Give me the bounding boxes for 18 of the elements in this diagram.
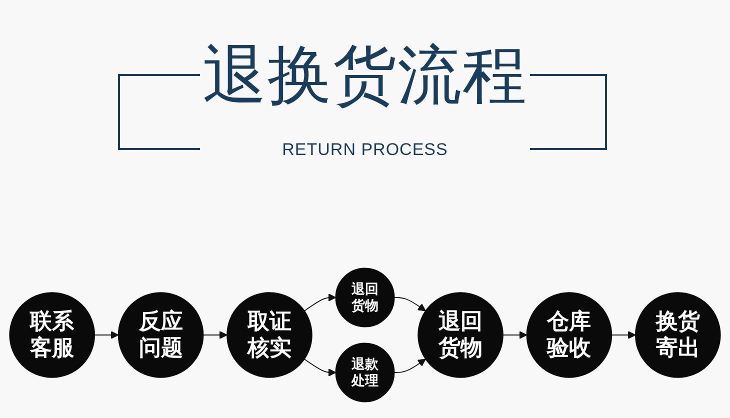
arrow	[202, 330, 228, 340]
node-circle: 联系客服	[9, 292, 95, 378]
arrow	[394, 358, 426, 373]
arrow	[304, 358, 336, 377]
node-circle: 换货寄出	[635, 292, 721, 378]
arrow	[394, 297, 426, 312]
node-circle: 反应问题	[118, 292, 204, 378]
node-circle: 退回货物	[335, 268, 395, 328]
title: 退换货流程	[202, 39, 528, 113]
arrow	[611, 330, 636, 340]
node-circle: 退回货物	[418, 292, 504, 378]
arrow	[94, 330, 119, 340]
node-circle: 取证核实	[226, 292, 312, 378]
subtitle: RETURN PROCESS	[282, 140, 448, 159]
arrow	[304, 293, 336, 312]
node-circle: 仓库验收	[526, 292, 612, 378]
arrow	[502, 330, 528, 340]
node-circle: 退款处理	[335, 342, 395, 402]
